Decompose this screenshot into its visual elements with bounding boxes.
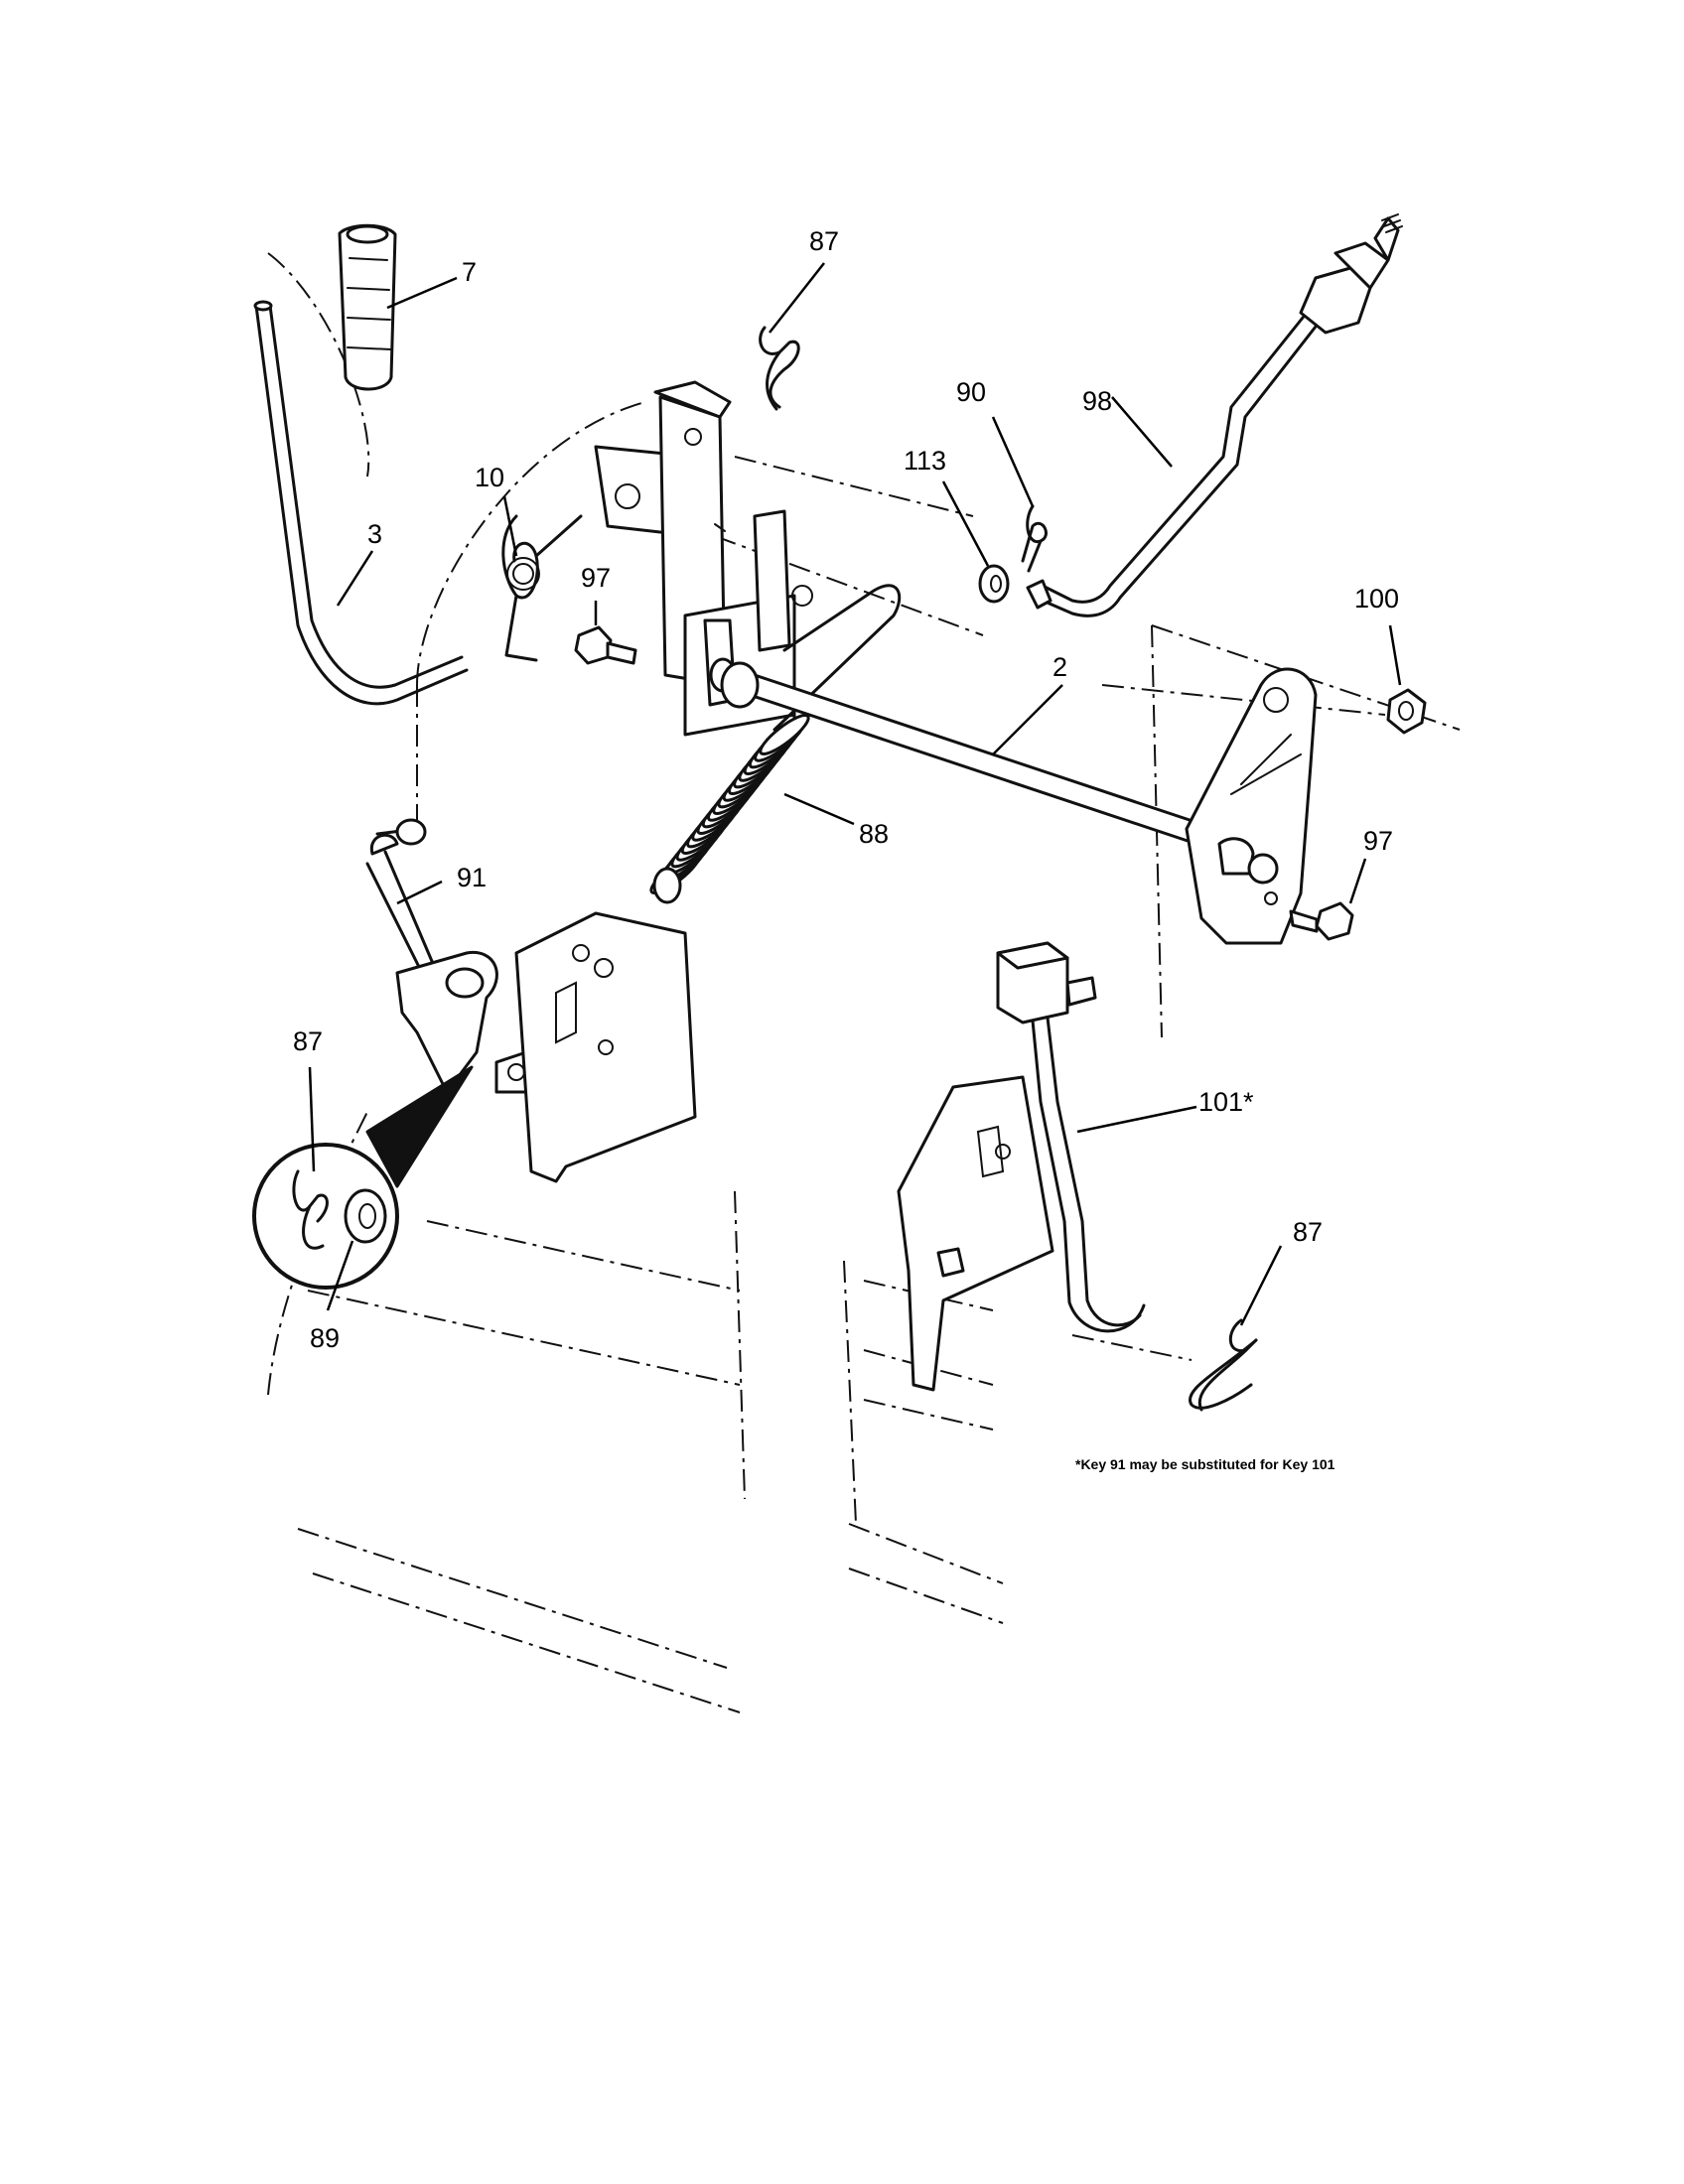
callout-90: 90 (956, 377, 986, 407)
hairpin-clip (759, 326, 800, 411)
deck-hanger-left (514, 911, 697, 1183)
spring-coil (759, 713, 810, 756)
callout-113: 113 (904, 446, 946, 476)
extension-spring (649, 584, 902, 904)
callout-97-left: 97 (581, 563, 611, 593)
lift-link-right (996, 941, 1146, 1333)
hex-nut (1386, 688, 1427, 735)
callout-10: 10 (475, 463, 504, 492)
callout-7: 7 (462, 257, 477, 287)
lift-arm (1185, 667, 1318, 945)
callout-3: 3 (367, 519, 382, 549)
lift-bracket (594, 380, 813, 737)
substitution-note: *Key 91 may be substituted for Key 101 (1075, 1456, 1335, 1472)
deck-hanger-right (897, 1075, 1054, 1392)
torsion-spring (501, 514, 583, 662)
callout-2: 2 (1052, 652, 1067, 682)
callout-87-right: 87 (1293, 1217, 1323, 1247)
flange-bolt (574, 625, 637, 665)
callout-100: 100 (1354, 584, 1399, 614)
callout-89: 89 (310, 1323, 340, 1353)
callout-87-left: 87 (293, 1026, 323, 1056)
callout-97-right: 97 (1363, 826, 1393, 856)
hairpin-clip (1188, 1318, 1258, 1412)
leader-lines (308, 262, 1402, 1326)
lift-lever (253, 300, 469, 706)
callout-98: 98 (1082, 386, 1112, 416)
adjustment-rod (1026, 213, 1403, 617)
callout-101: 101* (1198, 1087, 1254, 1117)
washer (978, 564, 1010, 604)
hairpin-clip (1021, 504, 1048, 573)
callout-87-top: 87 (809, 226, 839, 256)
cross-shaft (709, 657, 1233, 856)
detail-inset (252, 1065, 474, 1290)
callout-91: 91 (457, 863, 487, 892)
callout-88: 88 (859, 819, 889, 849)
flange-bolt (1289, 901, 1354, 941)
callout-labels: 7 87 90 98 113 10 3 97 100 2 88 97 91 87… (293, 226, 1399, 1472)
lift-link (365, 818, 543, 1094)
handle-grip (338, 223, 397, 391)
